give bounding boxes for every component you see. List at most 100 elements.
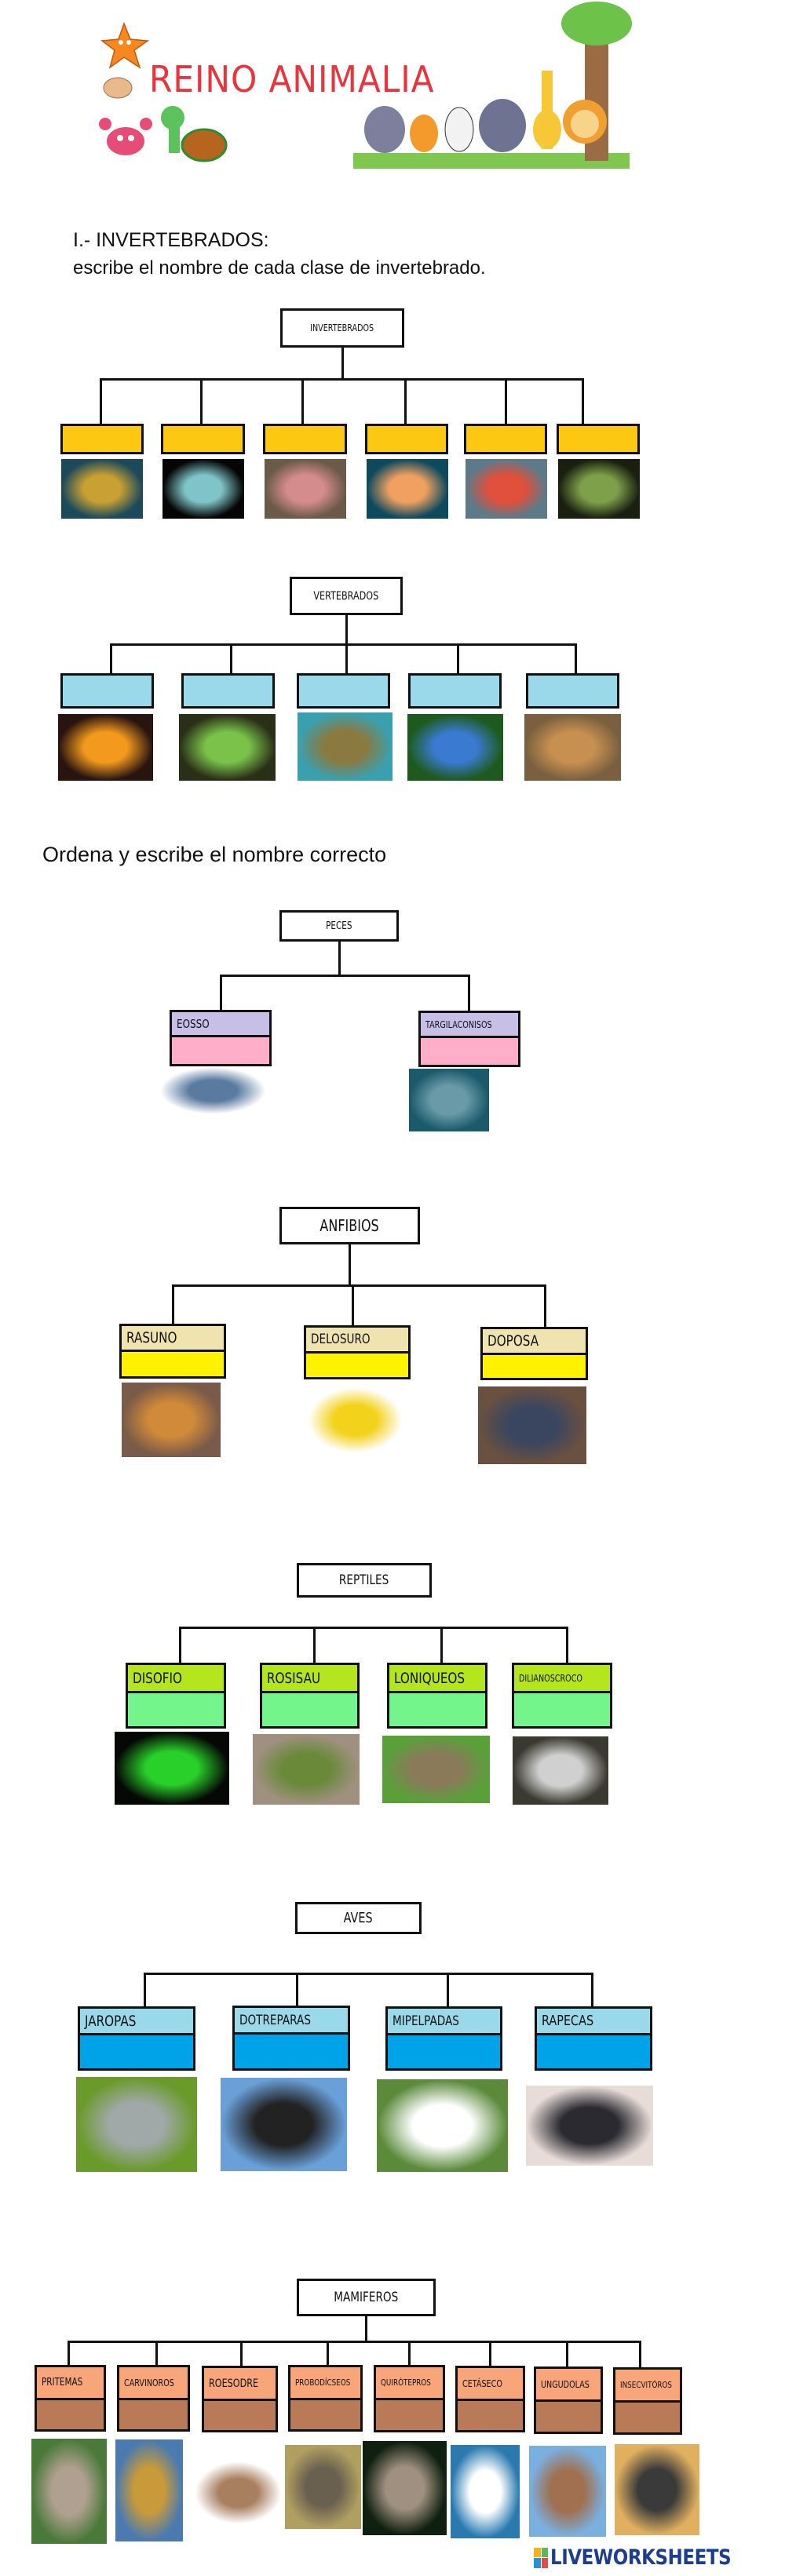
elephant-photo (285, 2445, 361, 2529)
answer-input[interactable] (63, 676, 152, 706)
iguana-photo (253, 1734, 360, 1805)
answer-input[interactable] (235, 2035, 348, 2068)
child-connector (155, 2341, 158, 2365)
caecilian-photo (478, 1386, 586, 1464)
scrambled-word: CETÁSECO (462, 2377, 502, 2389)
answer-input[interactable] (528, 676, 617, 706)
answer-input[interactable] (122, 1352, 224, 1376)
scrambled-word-label: EOSSO (172, 1012, 269, 1037)
answer-input[interactable] (262, 1693, 357, 1726)
scrambled-word-label: UNGUDOLAS (536, 2369, 601, 2402)
answer-input[interactable] (63, 426, 141, 452)
scrambled-word-label: ROSISAU (262, 1665, 357, 1693)
answer-input[interactable] (299, 676, 388, 706)
frog-photo (179, 714, 276, 781)
answer-input[interactable] (559, 426, 637, 452)
child-connector (407, 2341, 411, 2365)
answer-input[interactable] (376, 2400, 443, 2430)
answer-card-vertebrados (60, 673, 154, 709)
liveworksheets-logo: LIVEWORKSHEETS (534, 2545, 763, 2570)
scrambled-word-label: TARGILACONISOS (421, 1013, 518, 1038)
answer-card-invertebrados (557, 424, 640, 454)
jellyfish-photo (162, 459, 244, 519)
worm-photo (265, 459, 346, 519)
answer-input[interactable] (466, 426, 545, 452)
answer-input[interactable] (536, 2402, 601, 2432)
scrambled-word: DOPOSA (487, 1332, 539, 1350)
branch-line (219, 974, 470, 977)
goldfish-photo (58, 714, 153, 781)
answer-input[interactable] (204, 2401, 276, 2430)
page-title: REINO ANIMALIA (149, 58, 435, 100)
child-connector (440, 1627, 443, 1663)
answer-card-reptiles: DISOFIO (126, 1663, 226, 1729)
answer-input[interactable] (389, 1693, 485, 1726)
scrambled-word-label: CARVINOROS (119, 2367, 188, 2400)
child-connector (543, 1285, 546, 1327)
answer-input[interactable] (172, 1037, 269, 1064)
answer-input[interactable] (537, 2035, 650, 2068)
answer-input[interactable] (615, 2403, 680, 2432)
answer-input[interactable] (388, 2035, 500, 2068)
answer-input[interactable] (411, 676, 499, 706)
turtle-illustration (161, 106, 228, 162)
crocodile-photo (513, 1736, 608, 1805)
snake-photo (115, 1732, 229, 1805)
answer-card-vertebrados (297, 673, 390, 709)
answer-card-vertebrados (408, 673, 502, 709)
answer-input[interactable] (119, 2400, 188, 2429)
answer-input[interactable] (128, 1693, 224, 1726)
answer-input[interactable] (184, 676, 272, 706)
scrambled-word-label: INSECVITÓROS (615, 2370, 680, 2403)
answer-card-aves: DOTREPARAS (232, 2006, 350, 2071)
answer-card-invertebrados (60, 424, 144, 454)
child-connector (565, 2341, 568, 2366)
starfish-illustration (100, 21, 150, 69)
scrambled-word: INSECVITÓROS (620, 2380, 673, 2390)
answer-card-peces: TARGILACONISOS (418, 1011, 520, 1067)
mouse-photo (195, 2461, 282, 2524)
child-connector (351, 1285, 354, 1325)
answer-input[interactable] (458, 2401, 523, 2430)
branch-line (178, 1626, 568, 1629)
child-connector (99, 379, 102, 424)
answer-input[interactable] (483, 1355, 586, 1378)
child-connector (446, 1973, 449, 2006)
scrambled-word: MIPELPADAS (392, 2013, 459, 2029)
woodpecker-photo (221, 2078, 347, 2171)
answer-card-mamiferos: PRITEMAS (35, 2365, 106, 2432)
child-connector (199, 379, 203, 424)
shell-illustration (103, 77, 133, 99)
answer-input[interactable] (37, 2400, 104, 2429)
tree-root-mamiferos: MAMIFEROS (297, 2279, 436, 2316)
mockingbird-photo (76, 2077, 197, 2172)
answer-card-anfibios: RASUNO (119, 1324, 226, 1379)
scrambled-word-label: DISOFIO (128, 1665, 224, 1693)
scrambled-word-label: LONIQUEOS (389, 1665, 485, 1693)
answer-card-invertebrados (365, 424, 448, 454)
answer-card-mamiferos: PROBODÍCSEOS (288, 2365, 363, 2432)
answer-input[interactable] (163, 426, 243, 452)
scrambled-word: EOSSO (177, 1016, 210, 1031)
answer-input[interactable] (290, 2400, 360, 2429)
child-connector (143, 1973, 146, 2006)
answer-card-anfibios: DELOSURO (304, 1325, 411, 1379)
octopus-photo (367, 459, 448, 519)
scrambled-word: PRITEMAS (42, 2377, 83, 2388)
answer-input[interactable] (80, 2035, 193, 2068)
answer-input[interactable] (306, 1354, 408, 1377)
answer-card-reptiles: LONIQUEOS (387, 1663, 487, 1729)
scrambled-word-label: RAPECAS (537, 2009, 650, 2035)
root-connector (365, 2316, 367, 2341)
answer-input[interactable] (265, 426, 345, 452)
branch-line (99, 377, 584, 381)
scrambled-word: DILIANOSCROCO (519, 1672, 582, 1684)
answer-input[interactable] (514, 1693, 610, 1726)
answer-card-mamiferos: ROESODRE (202, 2366, 278, 2432)
root-connector (349, 1244, 351, 1285)
tree-root-label: ANFIBIOS (319, 1216, 380, 1235)
tree-root-reptiles: REPTILES (297, 1563, 432, 1598)
answer-input[interactable] (367, 426, 446, 452)
branch-line (143, 1972, 593, 1975)
answer-input[interactable] (421, 1038, 518, 1065)
